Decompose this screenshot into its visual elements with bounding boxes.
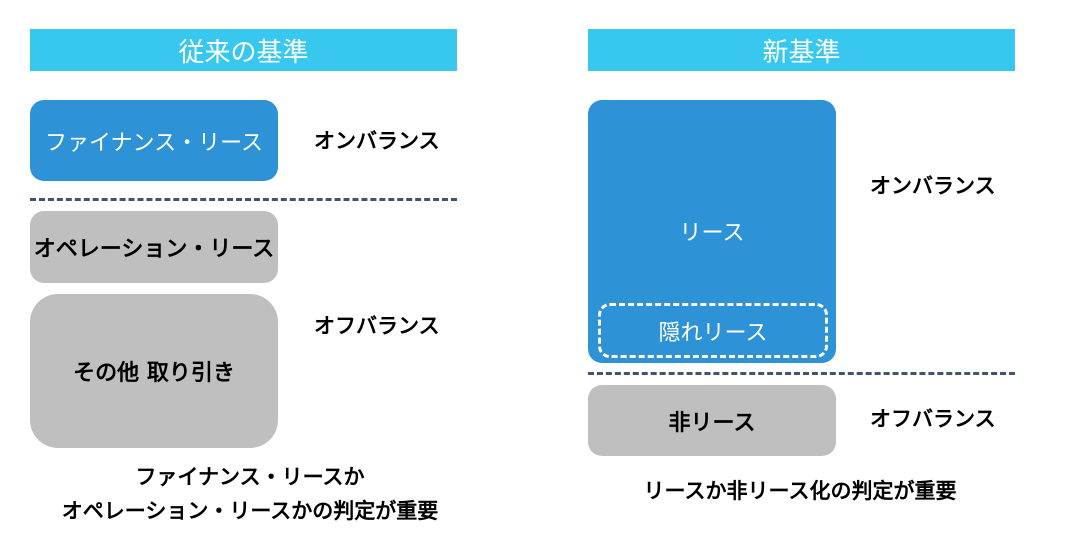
old-standard-header: 従来の基準: [30, 29, 457, 71]
new-on-balance-label: オンバランス: [870, 174, 996, 198]
other-transactions-box: その他 取り引き: [30, 294, 278, 448]
new-note: リースか非リース化の判定が重要: [643, 479, 957, 503]
operating-lease-box: オペレーション・リース: [30, 211, 278, 283]
non-lease-box: 非リース: [588, 385, 836, 456]
finance-lease-box: ファイナンス・リース: [30, 100, 278, 181]
old-note-line1: ファイナンス・リースか: [135, 465, 365, 489]
new-off-balance-label: オフバランス: [870, 407, 996, 431]
old-note-line2: オペレーション・リースかの判定が重要: [61, 499, 439, 523]
old-off-balance-label: オフバランス: [314, 314, 440, 338]
lease-box: リース: [588, 100, 836, 363]
new-divider: [588, 372, 1015, 375]
hidden-lease-box: 隠れリース: [598, 303, 828, 358]
old-divider: [30, 198, 457, 201]
old-on-balance-label: オンバランス: [314, 129, 440, 153]
new-standard-header: 新基準: [588, 29, 1015, 71]
